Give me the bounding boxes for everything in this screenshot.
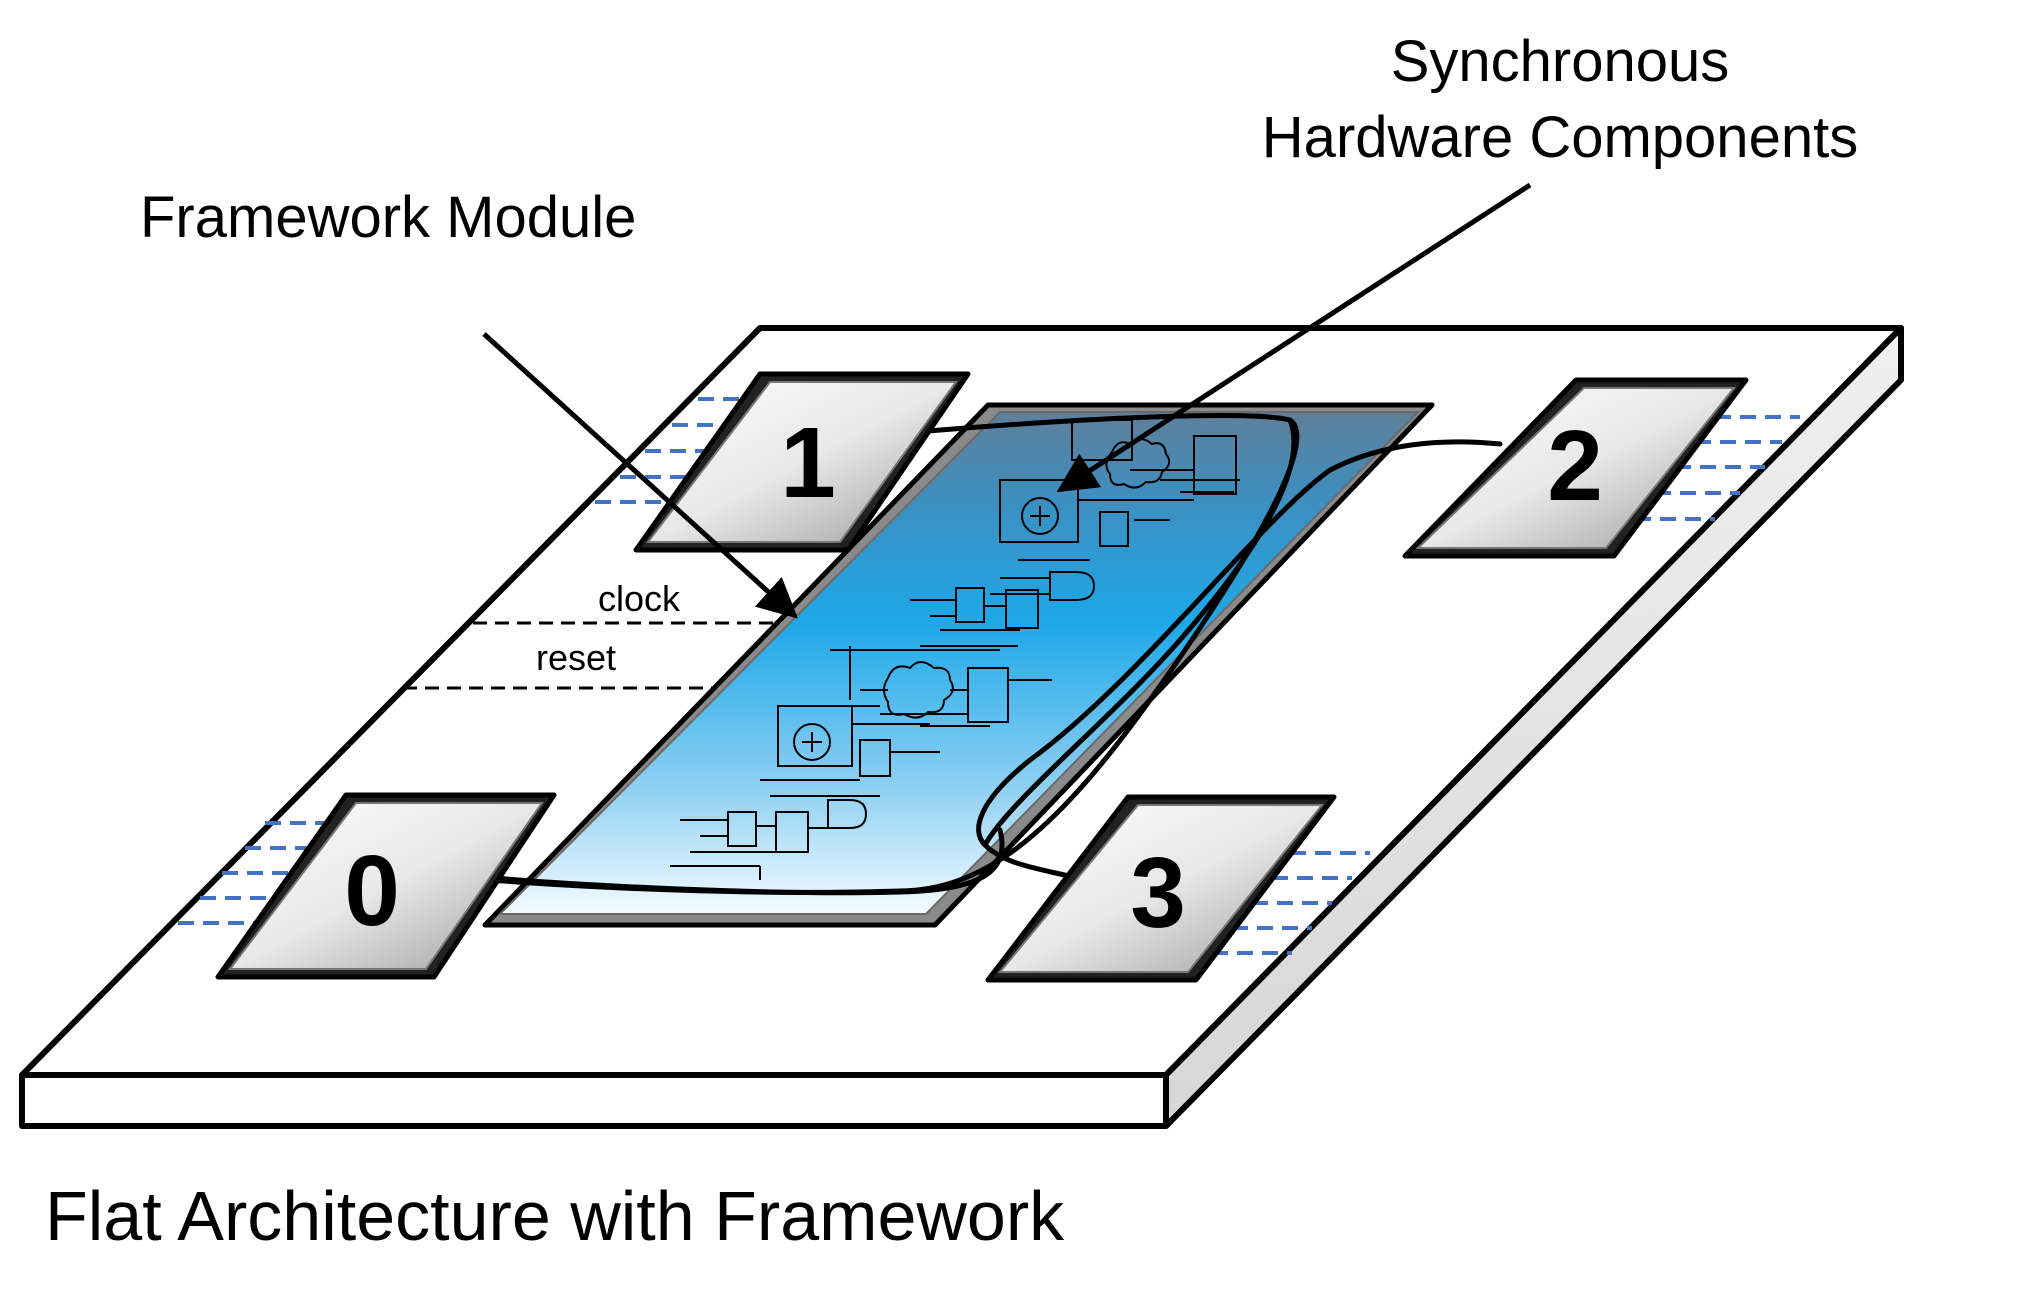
port-1: 1 (633, 371, 971, 553)
port-3: 3 (985, 794, 1337, 983)
reset-label: reset (536, 637, 616, 678)
framework-module (482, 402, 1435, 928)
wire-port0 (485, 827, 1005, 896)
port-1-label: 1 (780, 407, 836, 519)
sync-components-arrow (1056, 182, 1532, 493)
board-side-face (1163, 325, 1904, 1129)
board-front-face (19, 1072, 1169, 1129)
clock-reset-lines: clock reset (400, 578, 790, 716)
adder-symbol (1021, 497, 1059, 535)
connection-wires (485, 413, 1503, 896)
port-3-label: 3 (1130, 837, 1186, 949)
wire-loop (982, 417, 1297, 848)
port-2-label: 2 (1547, 410, 1603, 522)
port-2: 2 (1402, 377, 1749, 559)
hardware-components (670, 419, 1240, 880)
port-0-label: 0 (344, 835, 400, 947)
sync-components-label-line1: Synchronous (1391, 29, 1730, 94)
adder-symbol-2 (793, 723, 831, 761)
sync-components-label-line2: Hardware Components (1262, 105, 1858, 170)
framework-module-label: Framework Module (140, 185, 636, 250)
framework-module-arrow (482, 332, 798, 619)
diagram-caption: Flat Architecture with Framework (45, 1177, 1065, 1255)
port-0: 0 (215, 792, 557, 980)
annotation-arrows (482, 182, 1532, 619)
clock-label: clock (598, 578, 681, 619)
framework-module-surface (497, 411, 1421, 915)
